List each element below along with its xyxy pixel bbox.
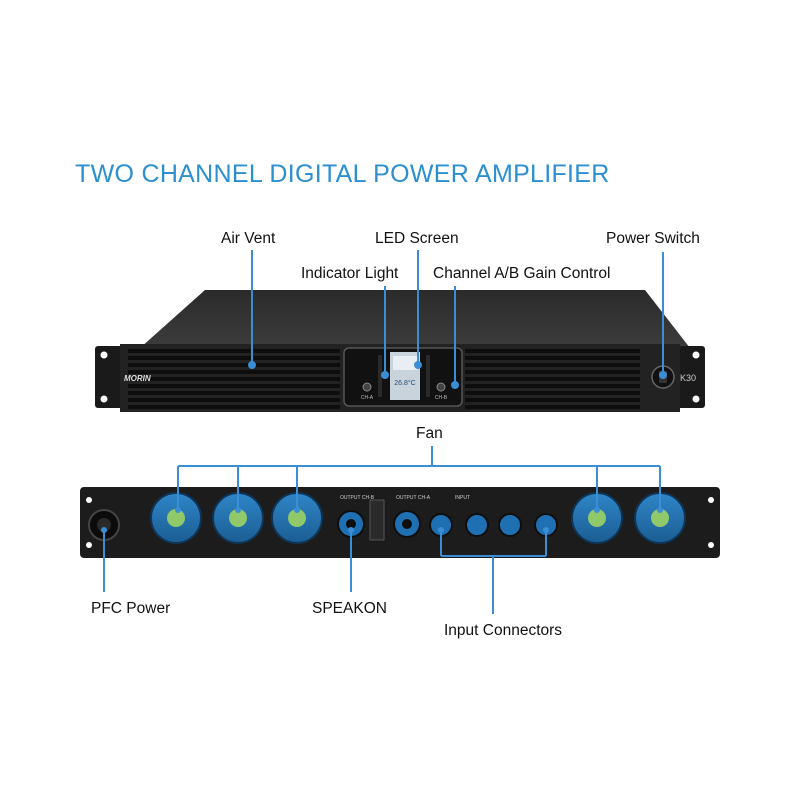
fan-label: Fan [416, 425, 443, 442]
input-connectors: INPUT [429, 495, 558, 537]
rack-hole [100, 395, 108, 403]
air-vent-label: Air Vent [221, 230, 276, 247]
page-title: TWO CHANNEL DIGITAL POWER AMPLIFIER [75, 160, 610, 188]
xlr-input-2[interactable] [465, 513, 489, 537]
rear-panel: OUTPUT CH-B OUTPUT CH-A INPUT [80, 487, 720, 558]
input-text: INPUT [455, 495, 470, 501]
speakon-label: SPEAKON [312, 600, 387, 617]
xlr-input-3[interactable] [498, 513, 522, 537]
gain-control-label: Channel A/B Gain Control [433, 265, 611, 282]
gain-knob-b[interactable] [436, 382, 446, 392]
front-panel: 26.8°C CH-A CH-B MORIN K30 [95, 290, 705, 412]
ch-a-text: CH-A [361, 395, 374, 401]
pfc-power-label: PFC Power [91, 600, 171, 617]
indicator-light [378, 355, 382, 397]
dip-switches[interactable] [369, 499, 385, 541]
brand-logo: MORIN [124, 374, 151, 383]
air-vent-left [128, 349, 340, 409]
indicator-light-label: Indicator Light [301, 265, 399, 282]
rack-hole [692, 395, 700, 403]
input-connectors-label: Input Connectors [444, 622, 563, 639]
gain-knob-a[interactable] [362, 382, 372, 392]
rack-hole [692, 351, 700, 359]
fan-callout [177, 446, 661, 510]
front-callouts [248, 250, 667, 389]
power-switch-label: Power Switch [606, 230, 700, 247]
output-b-text: OUTPUT CH-B [340, 495, 375, 501]
chassis-top [140, 290, 690, 348]
led-screen-label: LED Screen [375, 230, 459, 247]
indicator-light-b [426, 355, 430, 397]
air-vent-right [465, 349, 640, 409]
screen-temp: 26.8°C [394, 379, 415, 387]
cooling-fans [150, 492, 686, 544]
output-a-text: OUTPUT CH-A [396, 495, 431, 501]
rear-callouts [103, 530, 547, 614]
rack-hole [100, 351, 108, 359]
ch-b-text: CH-B [435, 395, 448, 401]
model-text: K30 [680, 373, 696, 383]
